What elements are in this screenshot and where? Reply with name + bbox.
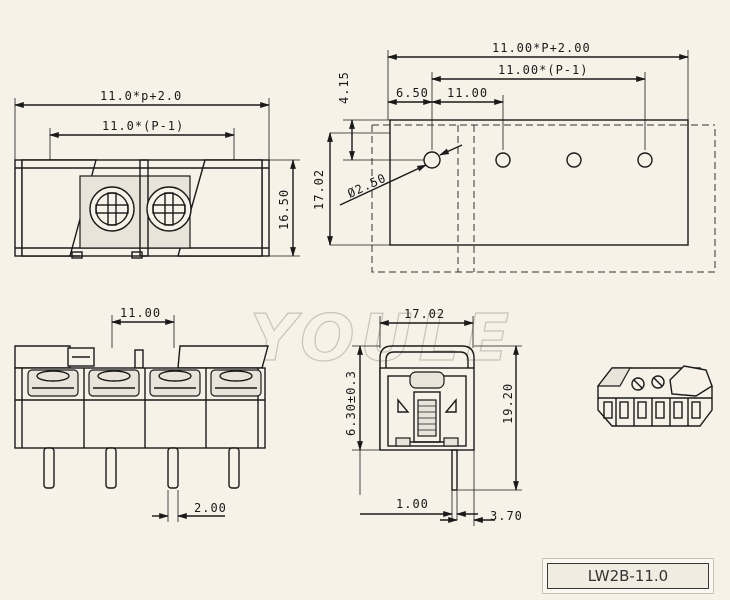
- top-dim-span: 11.0*(P-1): [102, 119, 184, 133]
- side-view: 17.02 19.20 6.30±0.3: [344, 307, 523, 526]
- front-view: 11.00: [14, 306, 269, 522]
- model-label-box: LW2B-11.0: [542, 558, 714, 594]
- side-dim-height: 19.20: [501, 383, 515, 424]
- screw-2-icon: [146, 186, 192, 232]
- pcb-dim-height: 17.02: [312, 169, 326, 210]
- pcb-dim-edge: 6.50: [396, 86, 429, 100]
- front-screw-2: [88, 369, 140, 397]
- front-dim-pin: 2.00: [194, 501, 227, 515]
- pcb-dim-pitch: 11.00: [447, 86, 488, 100]
- side-dim-width: 17.02: [404, 307, 445, 321]
- side-dim-pin: 1.00: [396, 497, 429, 511]
- pcb-hole-3: [566, 152, 582, 168]
- watermark-text: YOULE: [250, 302, 515, 376]
- front-screw-1: [27, 369, 79, 397]
- side-dim-inner: 6.30±0.3: [344, 370, 358, 436]
- front-screw-4: [210, 369, 262, 397]
- pcb-dim-span: 11.00*(P-1): [498, 63, 588, 77]
- pcb-hole-2: [495, 152, 511, 168]
- pcb-dim-total: 11.00*P+2.00: [492, 41, 591, 55]
- pcb-hole-1: [423, 151, 441, 169]
- side-dim-offset: 3.70: [490, 509, 523, 523]
- pcb-dim-offset: 4.15: [337, 71, 351, 104]
- top-view: 11.0*p+2.0 11.0*(P-1): [14, 89, 300, 259]
- front-dim-pitch: 11.00: [120, 306, 161, 320]
- pcb-dim-hole: Ø2.50: [345, 171, 388, 201]
- isometric-view: [596, 365, 713, 427]
- front-screw-3: [149, 369, 201, 397]
- pcb-hole-4: [637, 152, 653, 168]
- top-dim-total: 11.0*p+2.0: [100, 89, 182, 103]
- top-dim-height: 16.50: [277, 189, 291, 230]
- screw-1-icon: [89, 186, 135, 232]
- pcb-layout-view: 11.00*P+2.00 11.00*(P-1) 6.50 11.00 17.0…: [312, 41, 716, 273]
- model-label: LW2B-11.0: [547, 563, 709, 589]
